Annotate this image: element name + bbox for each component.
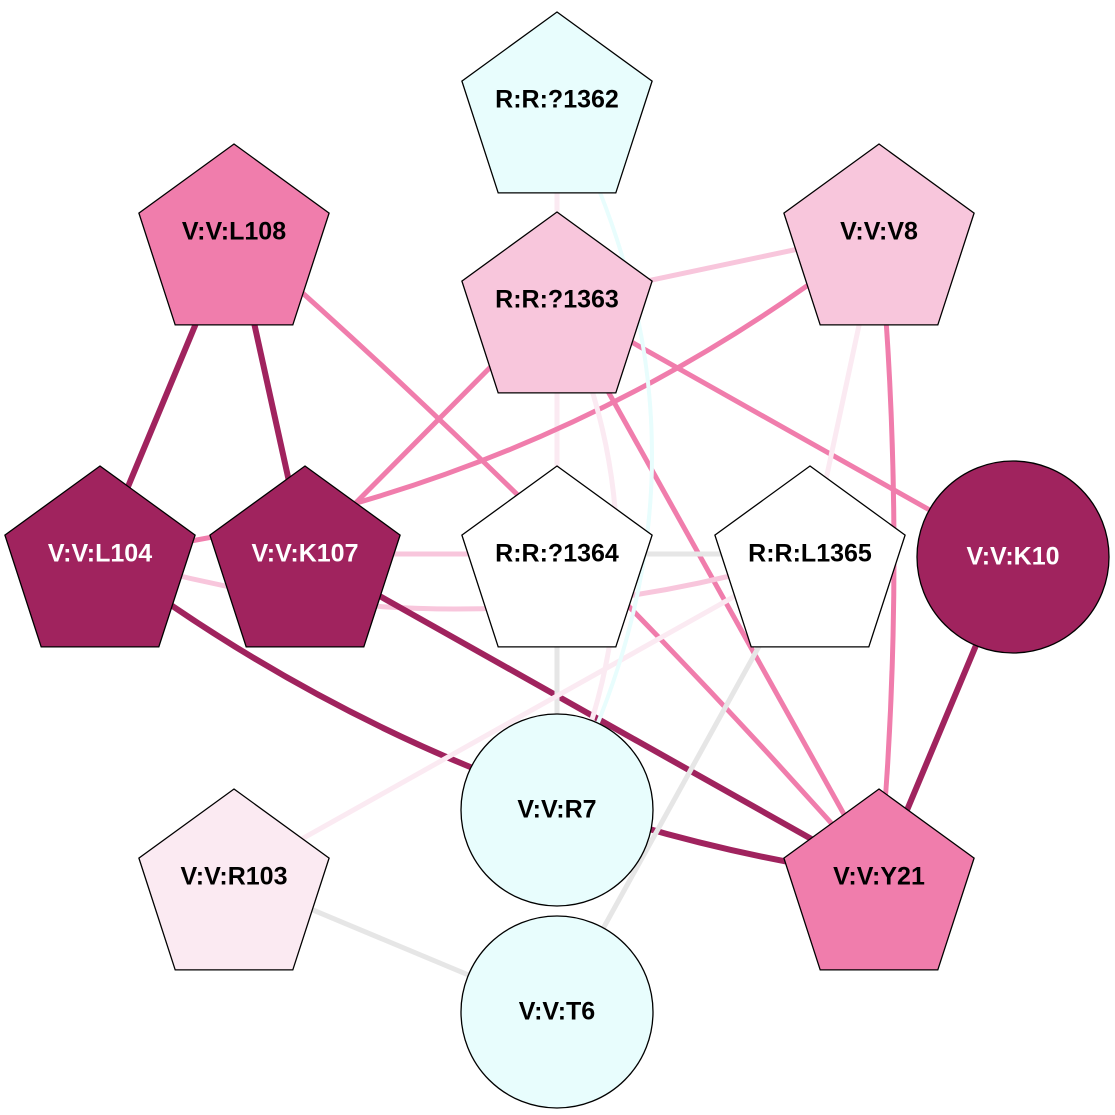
node-pentagon-shape [461, 11, 653, 194]
node-label: V:V:Y21 [833, 863, 925, 891]
edge-r-r-l1365-to-v-v-r103 [232, 551, 812, 880]
node-label: V:V:L104 [48, 540, 152, 568]
node-circle-shape [460, 915, 654, 1109]
node-pentagon-shape [4, 465, 196, 648]
edge-r-r-1362-to-v-v-r7 [555, 99, 654, 811]
node-pentagon-shape [783, 143, 975, 326]
node-label: V:V:T6 [519, 998, 595, 1026]
node-label: V:V:L108 [182, 218, 286, 246]
node-r-r-1364[interactable]: R:R:?1364 [461, 465, 653, 648]
edge-r-r-1363-to-v-v-y21 [554, 298, 882, 879]
node-v-v-k107[interactable]: V:V:K107 [209, 465, 401, 648]
node-label: R:R:?1362 [495, 86, 619, 114]
node-pentagon-shape [783, 788, 975, 971]
node-label: V:V:R103 [180, 863, 287, 891]
node-pentagon-shape [461, 211, 653, 394]
node-v-v-y21[interactable]: V:V:Y21 [783, 788, 975, 971]
node-pentagon-shape [461, 465, 653, 648]
node-r-r-1363[interactable]: R:R:?1363 [461, 211, 653, 394]
node-v-v-r7[interactable]: V:V:R7 [460, 713, 654, 907]
node-v-v-t6[interactable]: V:V:T6 [460, 915, 654, 1109]
node-label: R:R:L1365 [748, 540, 872, 568]
node-circle-shape [460, 713, 654, 907]
node-v-v-v8[interactable]: V:V:V8 [783, 143, 975, 326]
node-circle-shape [916, 460, 1110, 654]
node-r-r-1362[interactable]: R:R:?1362 [461, 11, 653, 194]
node-pentagon-shape [714, 465, 906, 648]
node-label: V:V:K107 [251, 540, 358, 568]
node-label: R:R:?1364 [495, 540, 619, 568]
node-label: V:V:V8 [840, 218, 918, 246]
node-pentagon-shape [138, 143, 330, 326]
node-label: R:R:?1363 [495, 286, 619, 314]
edge-v-v-l104-to-r-r-l1365 [99, 551, 811, 612]
node-label: V:V:K10 [966, 543, 1059, 571]
node-v-v-l104[interactable]: V:V:L104 [4, 465, 196, 648]
node-v-v-r103[interactable]: V:V:R103 [138, 788, 330, 971]
node-v-v-l108[interactable]: V:V:L108 [138, 143, 330, 326]
edge-v-v-l104-to-v-v-y21 [98, 551, 880, 880]
node-label: V:V:R7 [517, 796, 596, 824]
node-v-v-k10[interactable]: V:V:K10 [916, 460, 1110, 654]
node-pentagon-shape [209, 465, 401, 648]
node-pentagon-shape [138, 788, 330, 971]
node-r-r-l1365[interactable]: R:R:L1365 [714, 465, 906, 648]
